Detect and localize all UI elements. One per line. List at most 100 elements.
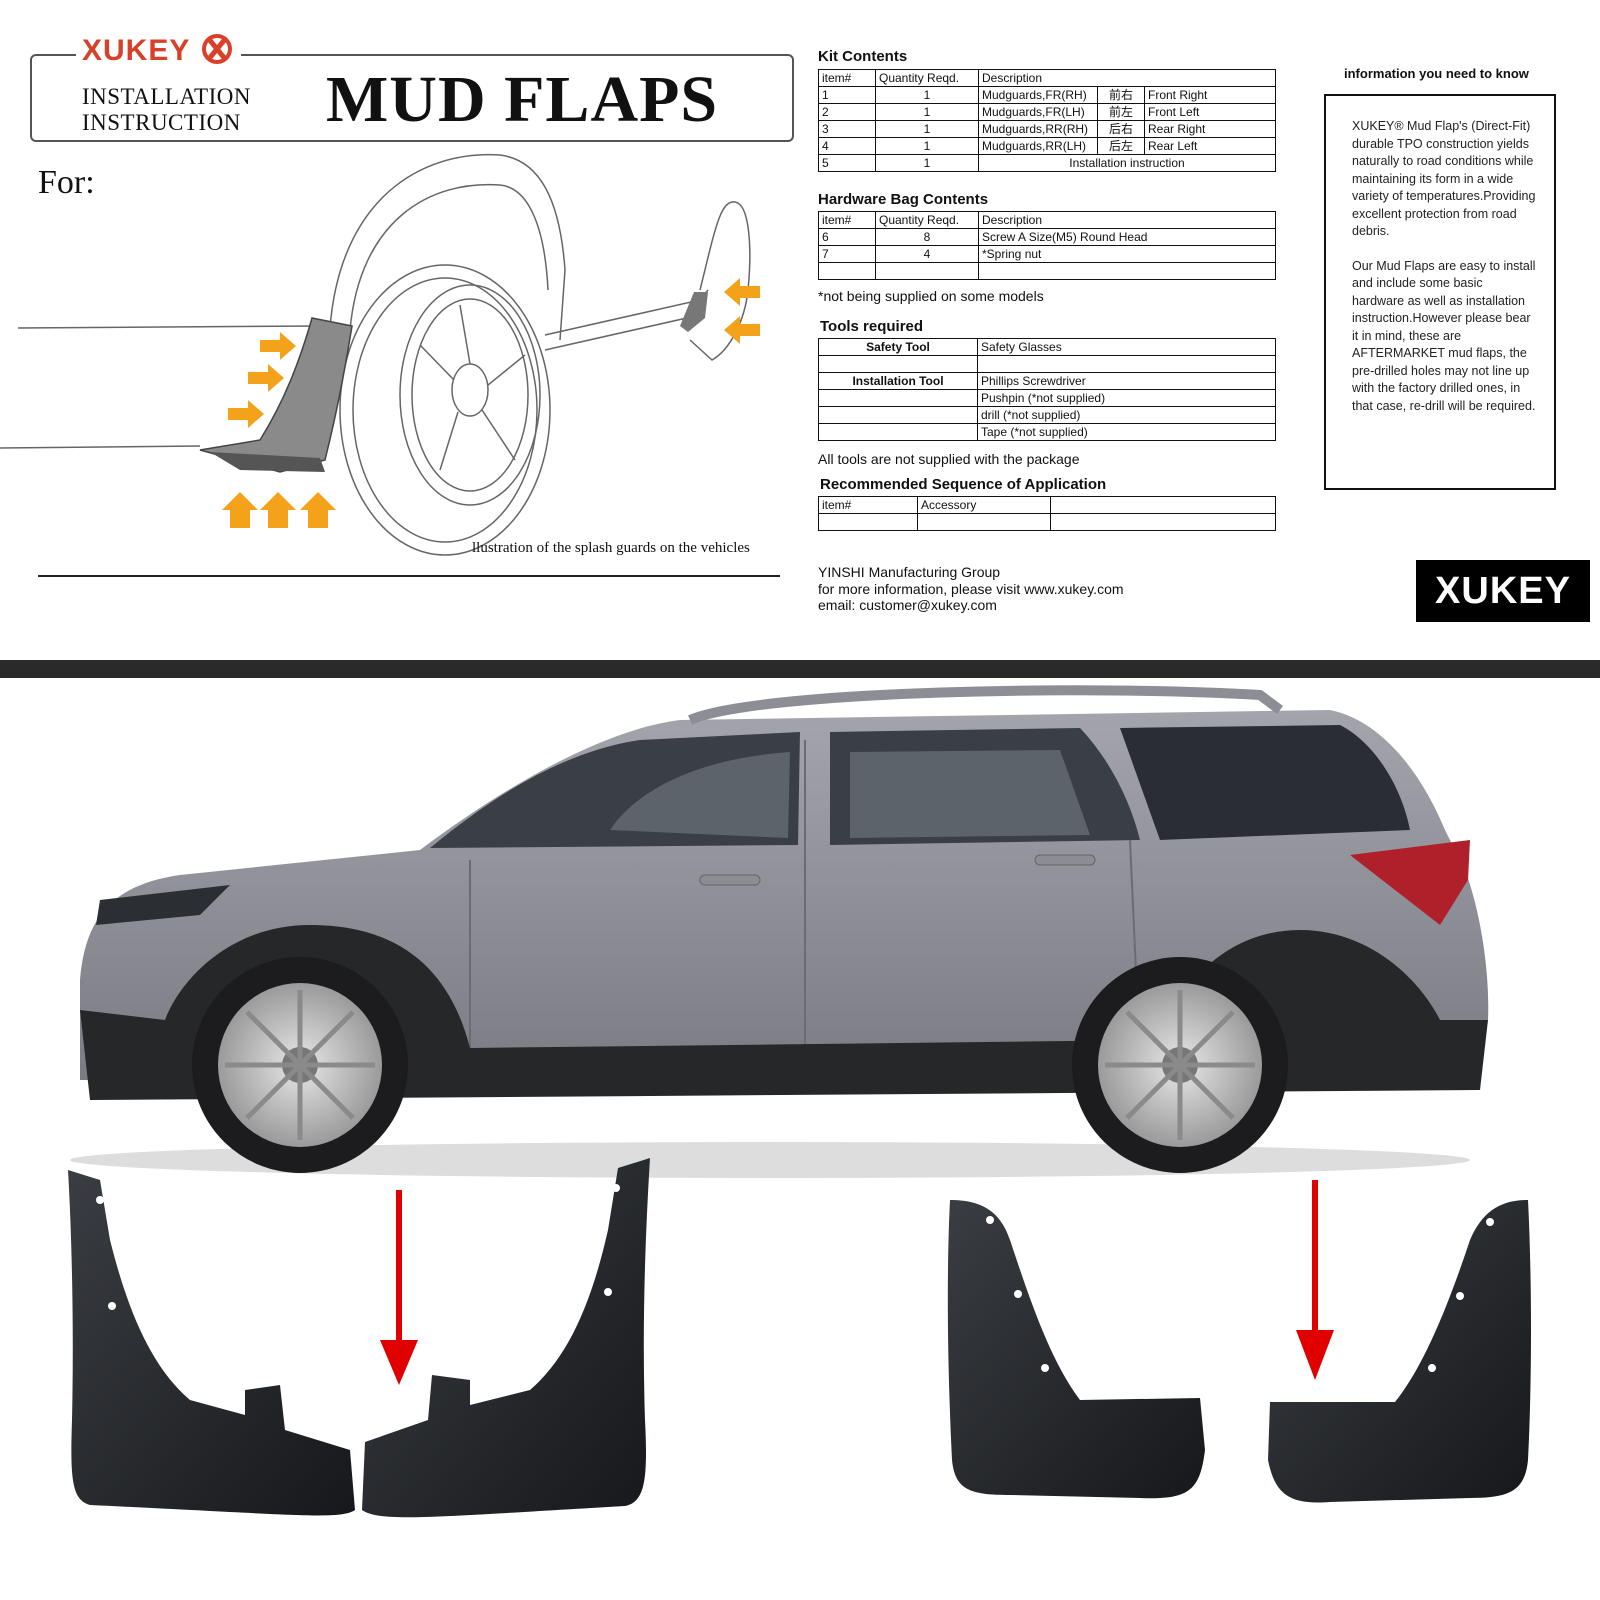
suv-car — [70, 685, 1489, 1178]
table-header-cell: Description — [978, 69, 1276, 87]
table-cell — [818, 406, 978, 424]
kit-contents-title: Kit Contents — [818, 48, 908, 65]
table-cell — [977, 355, 1276, 373]
table-row — [818, 262, 1276, 280]
table-cell: Front Left — [1144, 103, 1276, 121]
table-header-row: item# Quantity Reqd. Description — [818, 69, 1276, 87]
table-cell: Phillips Screwdriver — [977, 372, 1276, 390]
table-header-row: item# Accessory — [818, 496, 1276, 514]
page-title: MUD FLAPS — [326, 63, 719, 136]
table-cell: 1 — [818, 86, 876, 104]
table-header-cell: item# — [818, 496, 918, 514]
brand-logo: XUKEY — [76, 34, 242, 68]
table-cell: Mudguards,FR(RH) — [978, 86, 1098, 104]
table-header-cell: item# — [818, 211, 876, 229]
header-frame — [30, 54, 794, 142]
tools-note: All tools are not supplied with the pack… — [818, 451, 1080, 467]
instruction-line-2: INSTRUCTION — [82, 110, 241, 135]
table-row: Safety Tool Safety Glasses — [818, 338, 1276, 356]
front-left-mud-flap — [362, 1158, 650, 1518]
table-cell: 4 — [875, 245, 979, 263]
table-cell: 后右 — [1097, 120, 1145, 138]
arrow-down-icon — [1296, 1180, 1334, 1380]
table-row: Installation Tool Phillips Screwdriver — [818, 372, 1276, 390]
table-cell: 1 — [875, 103, 979, 121]
table-row: 2 1 Mudguards,FR(LH) 前左 Front Left — [818, 103, 1276, 121]
table-cell: 前右 — [1097, 86, 1145, 104]
table-cell: Rear Left — [1144, 137, 1276, 155]
table-cell — [818, 262, 876, 280]
table-cell: 5 — [818, 154, 876, 172]
for-label: For: — [38, 164, 95, 201]
table-row: 5 1 Installation instruction — [818, 154, 1276, 172]
table-row: Tape (*not supplied) — [818, 423, 1276, 441]
table-cell — [818, 423, 978, 441]
instruction-line-1: INSTALLATION — [82, 84, 251, 109]
table-cell: Pushpin (*not supplied) — [977, 389, 1276, 407]
table-cell: drill (*not supplied) — [977, 406, 1276, 424]
illustration-caption: llustration of the splash guards on the … — [472, 540, 750, 556]
arrow-left-icon — [724, 278, 760, 344]
table-cell: Rear Right — [1144, 120, 1276, 138]
illustration-underline — [38, 575, 780, 577]
x-mark-icon — [202, 34, 233, 64]
table-cell: Mudguards,RR(RH) — [978, 120, 1098, 138]
table-cell — [1050, 496, 1276, 514]
table-header-cell: Description — [978, 211, 1276, 229]
table-cell: 后左 — [1097, 137, 1145, 155]
splash-guard-illustration — [0, 153, 760, 556]
table-header-cell: Quantity Reqd. — [875, 211, 979, 229]
kit-contents-table: item# Quantity Reqd. Description 1 1 Mud… — [818, 69, 1276, 172]
rear-right-mud-flap — [947, 1200, 1205, 1499]
brand-logo-text: XUKEY — [82, 34, 190, 67]
table-cell: Front Right — [1144, 86, 1276, 104]
table-header-cell: Accessory — [917, 496, 1051, 514]
table-cell: 6 — [818, 228, 876, 246]
table-cell: 1 — [875, 154, 979, 172]
sequence-title: Recommended Sequence of Application — [820, 476, 1107, 493]
hardware-bag-table: item# Quantity Reqd. Description 6 8 Scr… — [818, 211, 1276, 280]
product-photo — [68, 685, 1531, 1518]
table-row — [818, 513, 1276, 531]
front-right-mud-flap — [68, 1170, 355, 1516]
table-cell: Mudguards,RR(LH) — [978, 137, 1098, 155]
table-cell — [978, 262, 1276, 280]
table-row — [818, 355, 1276, 373]
safety-tool-label: Safety Tool — [818, 338, 978, 356]
table-cell: *Spring nut — [978, 245, 1276, 263]
table-row: 3 1 Mudguards,RR(RH) 后右 Rear Right — [818, 120, 1276, 138]
table-row: 4 1 Mudguards,RR(LH) 后左 Rear Left — [818, 137, 1276, 155]
table-cell: Screw A Size(M5) Round Head — [978, 228, 1276, 246]
table-cell: Installation instruction — [978, 154, 1276, 172]
footer-email: email: customer@xukey.com — [818, 597, 997, 613]
info-text: XUKEY® Mud Flap's (Direct-Fit) durable T… — [1352, 118, 1538, 415]
section-divider — [0, 660, 1600, 678]
footer-website: for more information, please visit www.x… — [818, 581, 1124, 597]
table-cell — [917, 513, 1051, 531]
table-cell — [818, 355, 978, 373]
info-box — [1324, 94, 1556, 490]
table-cell: 4 — [818, 137, 876, 155]
table-header-row: item# Quantity Reqd. Description — [818, 211, 1276, 229]
table-row: 1 1 Mudguards,FR(RH) 前右 Front Right — [818, 86, 1276, 104]
table-row: drill (*not supplied) — [818, 406, 1276, 424]
rear-left-mud-flap — [1268, 1200, 1531, 1503]
table-cell — [1050, 513, 1276, 531]
info-paragraph-2: Our Mud Flaps are easy to install and in… — [1352, 258, 1536, 413]
table-row: 6 8 Screw A Size(M5) Round Head — [818, 228, 1276, 246]
table-cell — [875, 262, 979, 280]
table-row: Pushpin (*not supplied) — [818, 389, 1276, 407]
hardware-bag-title: Hardware Bag Contents — [818, 191, 989, 208]
installation-tool-label: Installation Tool — [818, 372, 978, 390]
table-cell: Tape (*not supplied) — [977, 423, 1276, 441]
brand-logo-box: XUKEY — [1416, 560, 1590, 622]
footer-company: YINSHI Manufacturing Group — [818, 564, 1001, 580]
table-cell: Mudguards,FR(LH) — [978, 103, 1098, 121]
arrow-right-icon — [228, 332, 296, 428]
info-paragraph-1: XUKEY® Mud Flap's (Direct-Fit) durable T… — [1352, 119, 1536, 238]
table-cell: Safety Glasses — [977, 338, 1276, 356]
table-header-cell: item# — [818, 69, 876, 87]
table-cell: 1 — [875, 120, 979, 138]
table-cell: 8 — [875, 228, 979, 246]
table-cell: 2 — [818, 103, 876, 121]
